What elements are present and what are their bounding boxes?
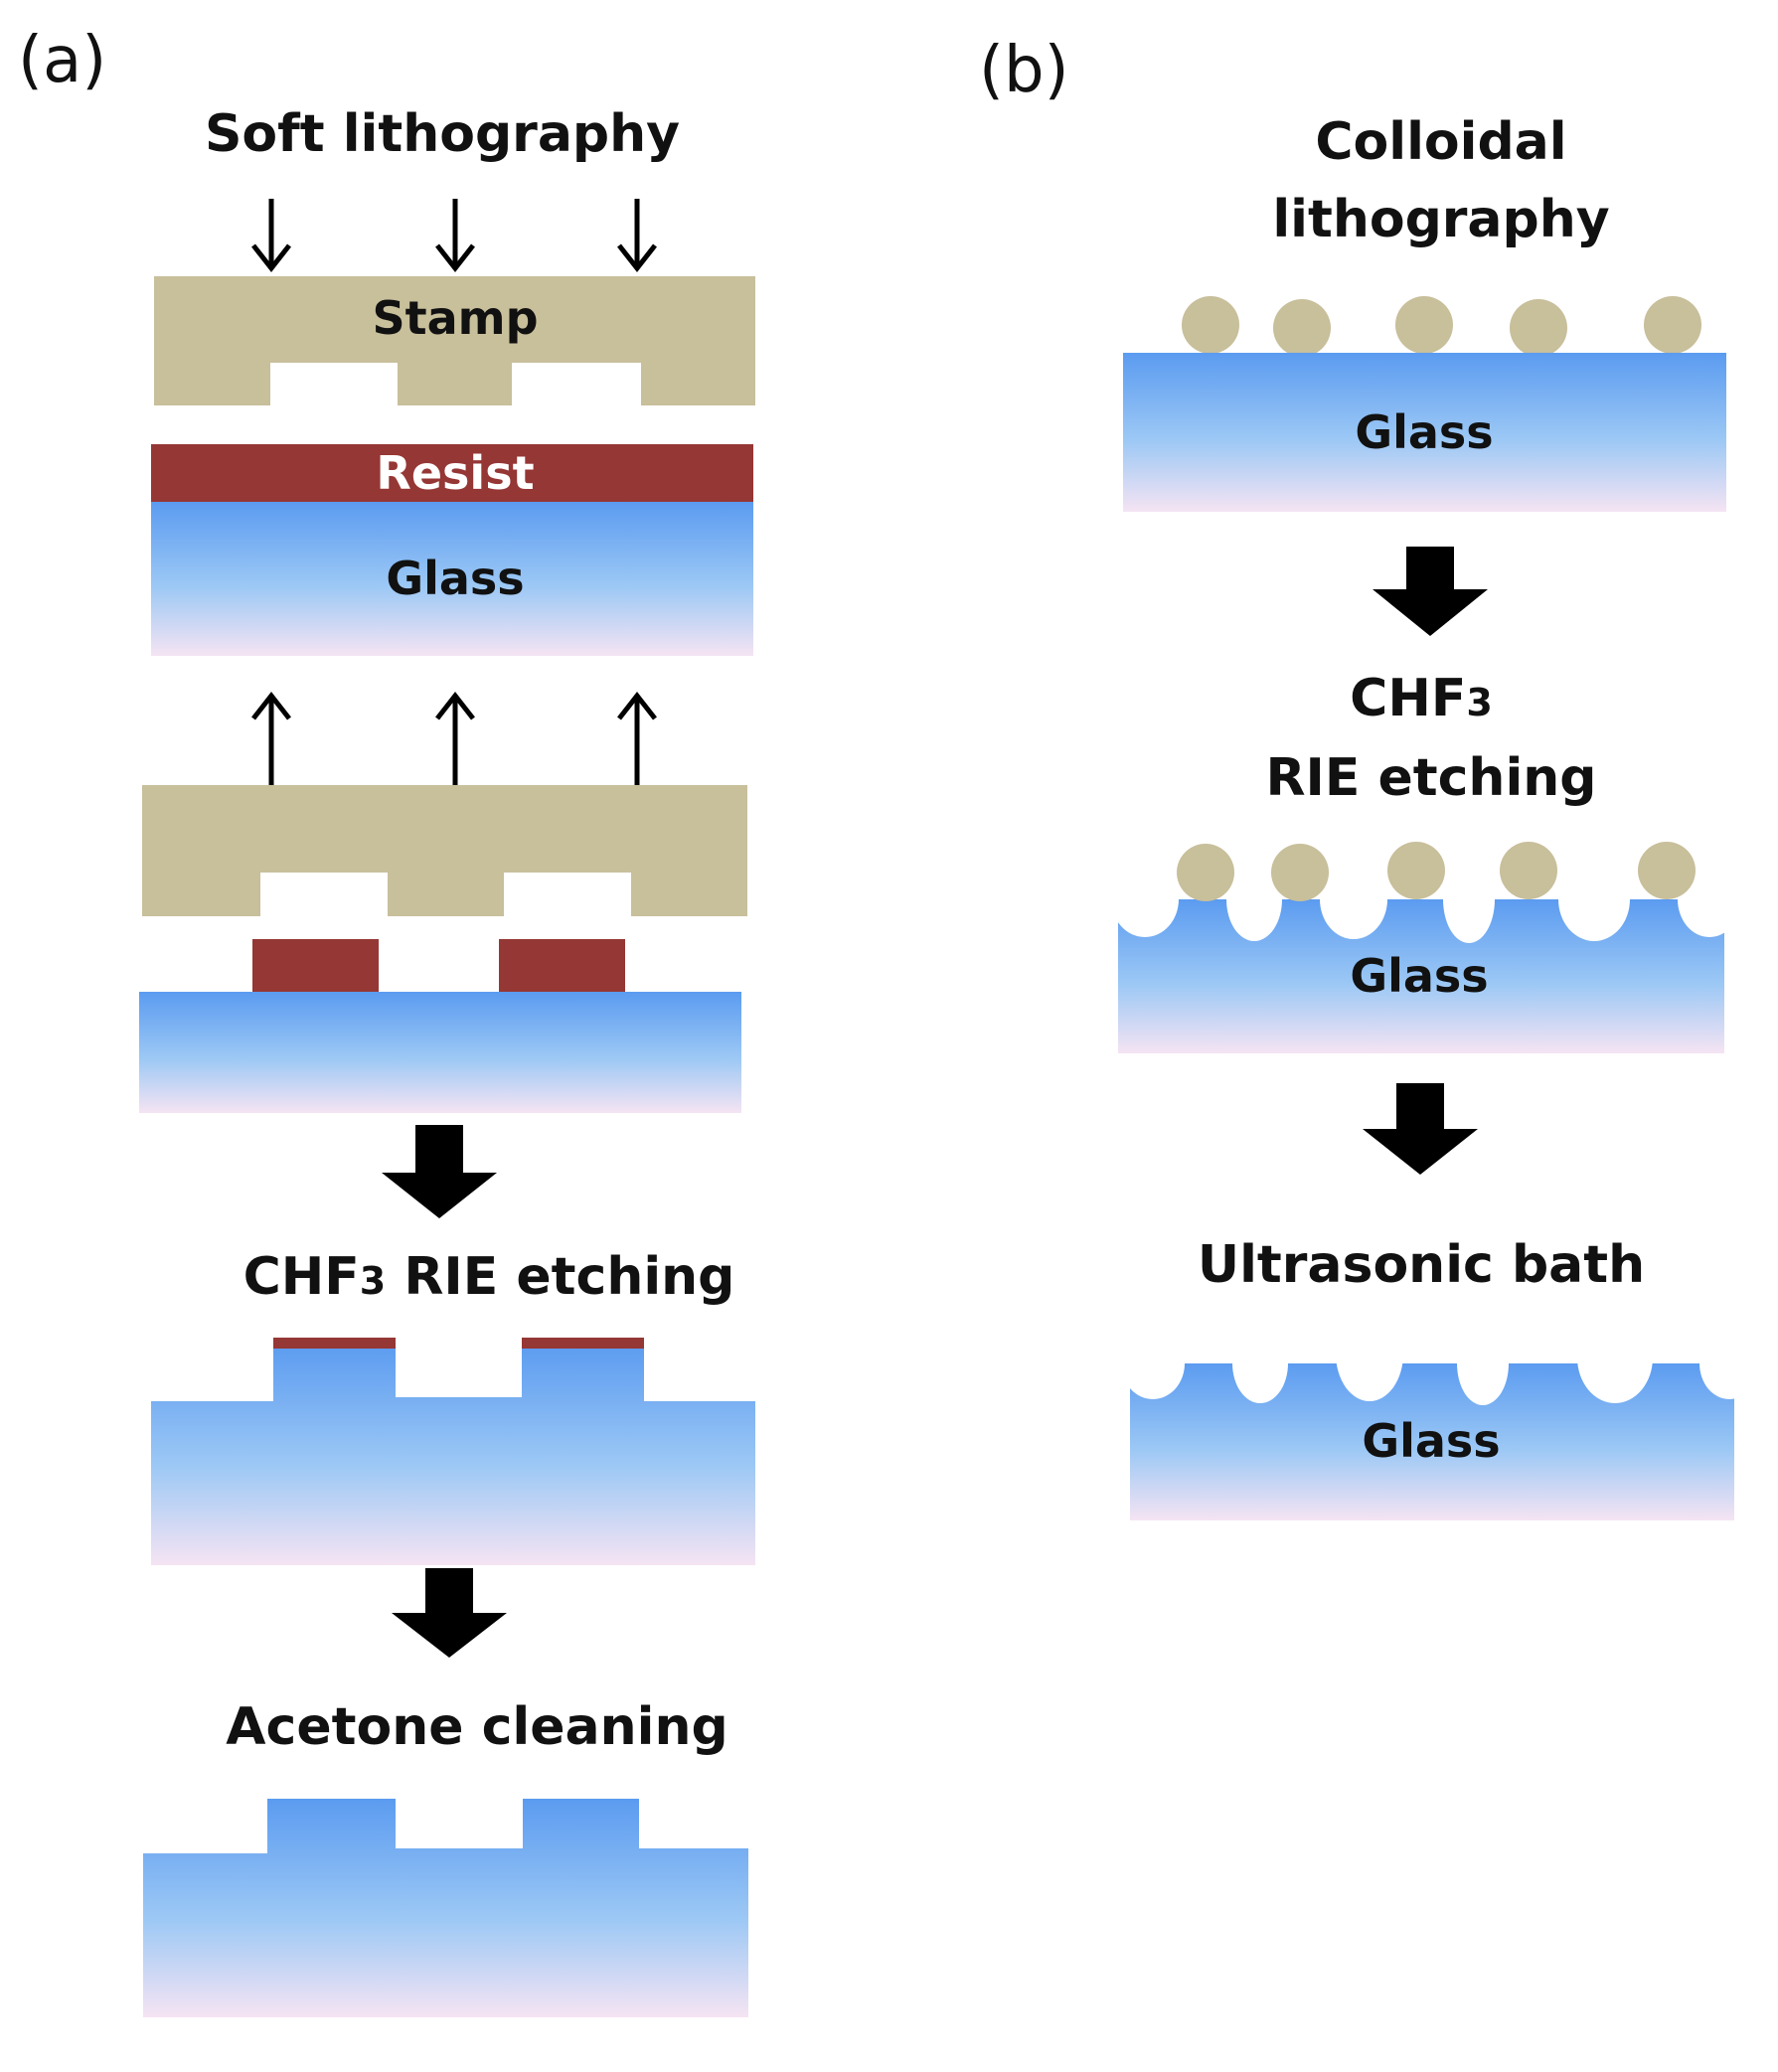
panel-a-label: (a) <box>18 24 106 97</box>
glass-label: Glass <box>386 552 524 605</box>
colloid-sphere <box>1177 844 1234 901</box>
process-arrow-icon <box>1373 547 1488 636</box>
colloidal-spheres <box>1182 296 1701 357</box>
etched-glass-substrate <box>151 1344 755 1565</box>
chf3-line: CHF3 <box>1350 669 1493 728</box>
resist-cap <box>522 1338 644 1349</box>
up-arrow-icon <box>251 691 291 785</box>
stamp-shape <box>154 276 755 405</box>
process-arrow-icon <box>382 1125 497 1218</box>
resist-label: Resist <box>376 446 534 500</box>
down-arrow-icon <box>251 199 291 273</box>
process-arrow-icon <box>392 1568 507 1658</box>
glass-label: Glass <box>1362 1414 1500 1468</box>
ultrasonic-bath-title: Ultrasonic bath <box>1198 1235 1645 1295</box>
rie-etching-line: RIE etching <box>1265 748 1596 808</box>
up-arrow-icon <box>435 691 475 785</box>
down-arrow-icon <box>435 199 475 273</box>
colloid-sphere <box>1182 296 1239 354</box>
colloid-sphere <box>1500 842 1557 899</box>
colloid-sphere <box>1395 296 1453 354</box>
process-arrow-icon <box>1363 1083 1478 1175</box>
glass-label: Glass <box>1350 949 1488 1003</box>
colloid-sphere <box>1273 299 1331 357</box>
stamp-label: Stamp <box>372 291 538 345</box>
acetone-cleaning-title: Acetone cleaning <box>226 1697 727 1757</box>
panel-b: (b) Colloidal lithography Glass CHF3 RIE… <box>979 34 1759 1520</box>
colloid-sphere <box>1271 844 1329 901</box>
colloidal-lithography-title-line1: Colloidal <box>1315 112 1566 172</box>
down-arrow-icon <box>617 199 657 273</box>
resist-pattern <box>252 939 379 992</box>
colloidal-spheres <box>1177 842 1696 901</box>
glass-label: Glass <box>1355 405 1493 459</box>
resist-cap <box>273 1338 396 1349</box>
colloid-sphere <box>1644 296 1701 354</box>
patterned-glass-substrate <box>143 1799 748 2017</box>
panel-b-label: (b) <box>979 34 1069 107</box>
colloid-sphere <box>1387 842 1445 899</box>
colloid-sphere <box>1638 842 1696 899</box>
surface-voids <box>1121 1306 1759 1405</box>
colloidal-lithography-title-line2: lithography <box>1272 190 1609 249</box>
glass-substrate <box>139 992 741 1113</box>
press-arrows-down <box>251 199 657 273</box>
etch-pits <box>1111 856 1741 943</box>
etched-glass-substrate <box>1118 899 1724 1053</box>
lifted-stamp-shape <box>142 785 747 916</box>
glass-substrate <box>1123 353 1726 512</box>
panel-a: (a) Soft lithography Stamp Resist Glass <box>18 24 755 2017</box>
glass-substrate <box>151 502 753 656</box>
chf3-rie-etching-title: CHF3 RIE etching <box>243 1247 735 1307</box>
resist-pattern <box>499 939 625 992</box>
up-arrow-icon <box>617 691 657 785</box>
soft-lithography-title: Soft lithography <box>205 104 680 164</box>
resist-layer <box>151 444 753 502</box>
lift-arrows-up <box>251 691 657 785</box>
colloid-sphere <box>1510 299 1567 357</box>
